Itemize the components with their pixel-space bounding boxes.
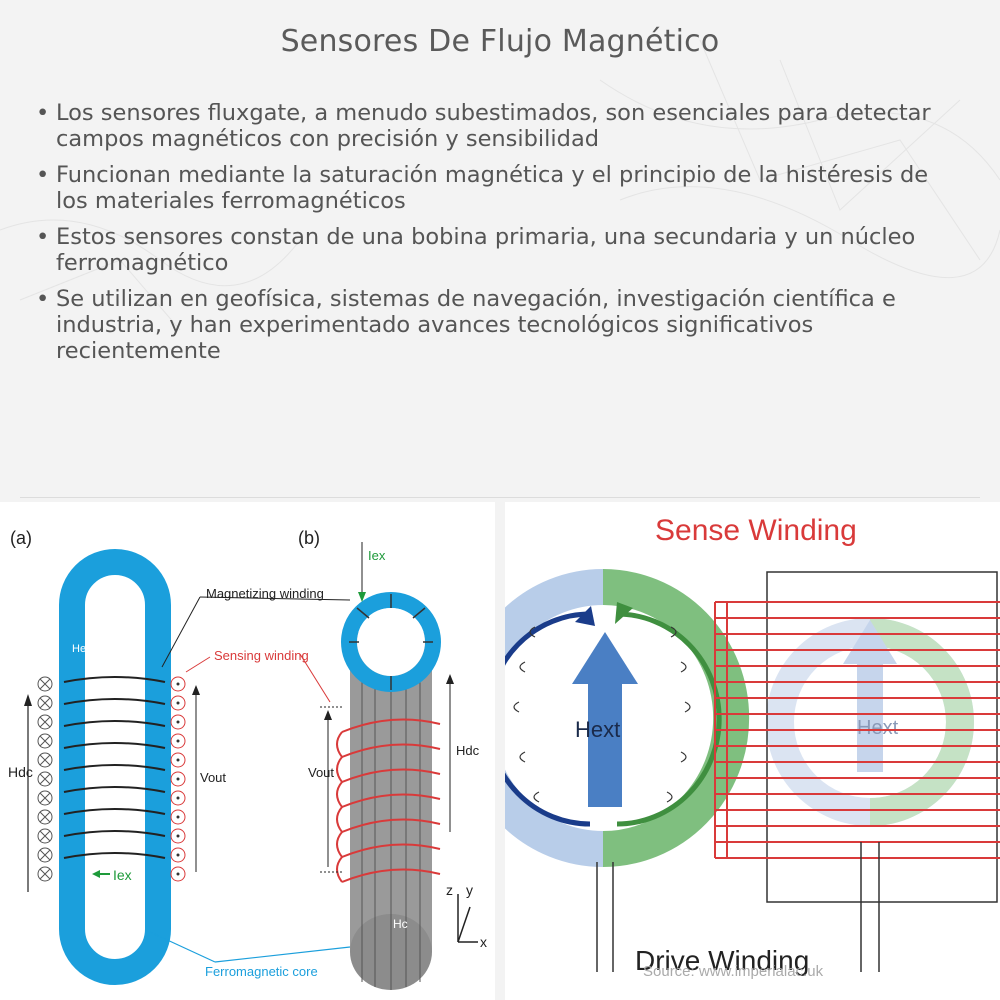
vout-label-b: Vout <box>308 765 334 780</box>
iex-label-a: Iex <box>113 867 132 883</box>
bullet-item: Funcionan mediante la saturación magnéti… <box>36 162 966 214</box>
drive-toroid <box>505 569 750 972</box>
fluxgate-diagram-right: Sense Winding Hext <box>505 502 1000 1000</box>
sensing-coil-b <box>336 718 441 883</box>
drive-winding-label: Drive Winding <box>635 945 809 976</box>
hdc-arrow-b <box>446 674 454 832</box>
iex-label-b: Iex <box>368 548 386 563</box>
sense-coil <box>714 571 1000 903</box>
hdc-label-a: Hdc <box>8 764 33 780</box>
hex-label: Hex <box>72 643 92 655</box>
ferromagnetic-core-a <box>59 549 171 985</box>
vout-arrow-a <box>192 685 200 872</box>
fluxgate-diagram-left: (a) (b) Hdc Hex <box>0 502 495 1000</box>
vout-label-a: Vout <box>200 770 226 785</box>
bullet-list: Los sensores fluxgate, a menudo subestim… <box>36 100 966 374</box>
hdc-label-b: Hdc <box>456 743 480 758</box>
page-title: Sensores De Flujo Magnético <box>280 24 720 59</box>
bullet-item: Los sensores fluxgate, a menudo subestim… <box>36 100 966 152</box>
panel-a-label: (a) <box>10 528 32 548</box>
axis-y-label: y <box>466 882 473 898</box>
section-divider <box>20 497 980 498</box>
hext-arrow <box>572 632 638 807</box>
sense-toroid <box>766 618 974 826</box>
field-out-of-page-markers <box>170 676 186 882</box>
magnetizing-coil-a <box>63 676 166 859</box>
sensing-winding-label: Sensing winding <box>214 648 309 663</box>
bullet-item: Estos sensores constan de una bobina pri… <box>36 224 966 276</box>
hc-label: Hc <box>393 917 408 931</box>
iex-arrow-b <box>358 542 366 602</box>
hext-label: Hext <box>575 717 620 742</box>
vout-arrow-b <box>324 710 332 867</box>
ferromagnetic-core-label: Ferromagnetic core <box>205 964 318 979</box>
panel-b-label: (b) <box>298 528 320 548</box>
ferromagnetic-core-b <box>341 592 441 990</box>
source-credit: Source: www.imperialac.uk <box>643 963 824 980</box>
iex-arrow-a <box>92 870 110 878</box>
magnetizing-winding-label: Magnetizing winding <box>206 586 324 601</box>
coordinate-axes <box>457 894 478 943</box>
hext-faded-label: Hext <box>857 717 899 739</box>
sense-winding-label: Sense Winding <box>655 514 857 547</box>
field-into-page-markers <box>37 676 53 882</box>
axis-z-label: z <box>446 882 453 898</box>
axis-x-label: x <box>480 934 487 950</box>
hdc-arrow-a <box>24 694 32 892</box>
bullet-item: Se utilizan en geofísica, sistemas de na… <box>36 286 966 364</box>
